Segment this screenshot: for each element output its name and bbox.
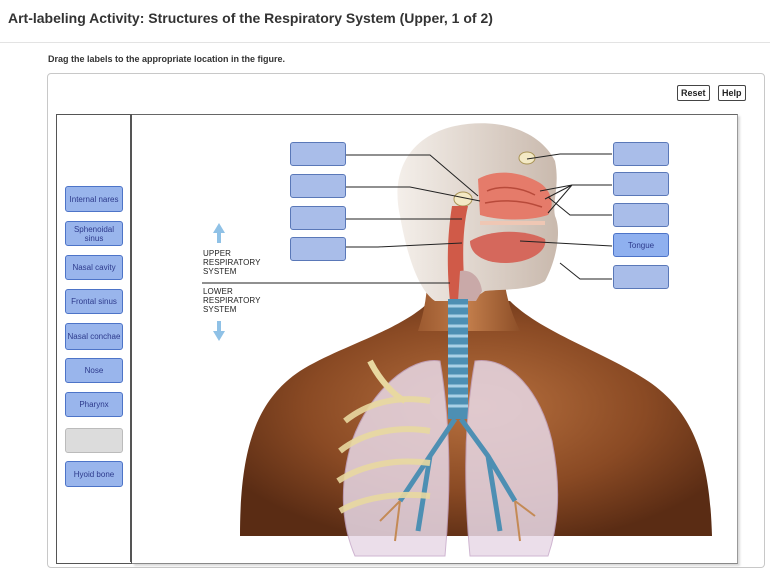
label-chip-frontal-sinus[interactable]: Frontal sinus [65, 289, 123, 314]
drop-target-left-3[interactable] [290, 206, 346, 230]
reset-button[interactable]: Reset [677, 85, 710, 101]
page-title: Art-labeling Activity: Structures of the… [8, 10, 493, 26]
label-chip-internal-nares[interactable]: Internal nares [65, 186, 123, 212]
drop-target-tongue[interactable]: Tongue [613, 233, 669, 257]
drop-target-left-2[interactable] [290, 174, 346, 198]
instructions-text: Drag the labels to the appropriate locat… [48, 54, 286, 64]
label-chip-sphenoidal-sinus[interactable]: Sphenoidal sinus [65, 221, 123, 246]
drop-target-left-4[interactable] [290, 237, 346, 261]
title-divider [0, 42, 770, 43]
tongue-shape [470, 231, 546, 263]
label-chip-nasal-cavity[interactable]: Nasal cavity [65, 255, 123, 280]
label-chip-hyoid-bone[interactable]: Hyoid bone [65, 461, 123, 487]
up-arrow [213, 223, 225, 243]
drop-target-right-1[interactable] [613, 142, 669, 166]
drop-target-right-2[interactable] [613, 172, 669, 196]
label-chip-nose[interactable]: Nose [65, 358, 123, 383]
drop-target-right-5[interactable] [613, 265, 669, 289]
drop-target-left-1[interactable] [290, 142, 346, 166]
label-bank-divider [130, 114, 132, 562]
upper-respiratory-label: UPPER RESPIRATORY SYSTEM [203, 249, 261, 276]
label-chip-empty-slot [65, 428, 123, 453]
drop-target-right-3[interactable] [613, 203, 669, 227]
trachea-shape [448, 299, 468, 419]
down-arrow [213, 321, 225, 341]
anatomy-illustration [202, 123, 712, 557]
nasal-cavity-shape [478, 172, 552, 220]
label-chip-nasal-conchae[interactable]: Nasal conchae [65, 323, 123, 350]
left-lung-shape [465, 360, 559, 557]
label-chip-pharynx[interactable]: Pharynx [65, 392, 123, 417]
help-button[interactable]: Help [718, 85, 746, 101]
lower-respiratory-label: LOWER RESPIRATORY SYSTEM [203, 287, 261, 314]
